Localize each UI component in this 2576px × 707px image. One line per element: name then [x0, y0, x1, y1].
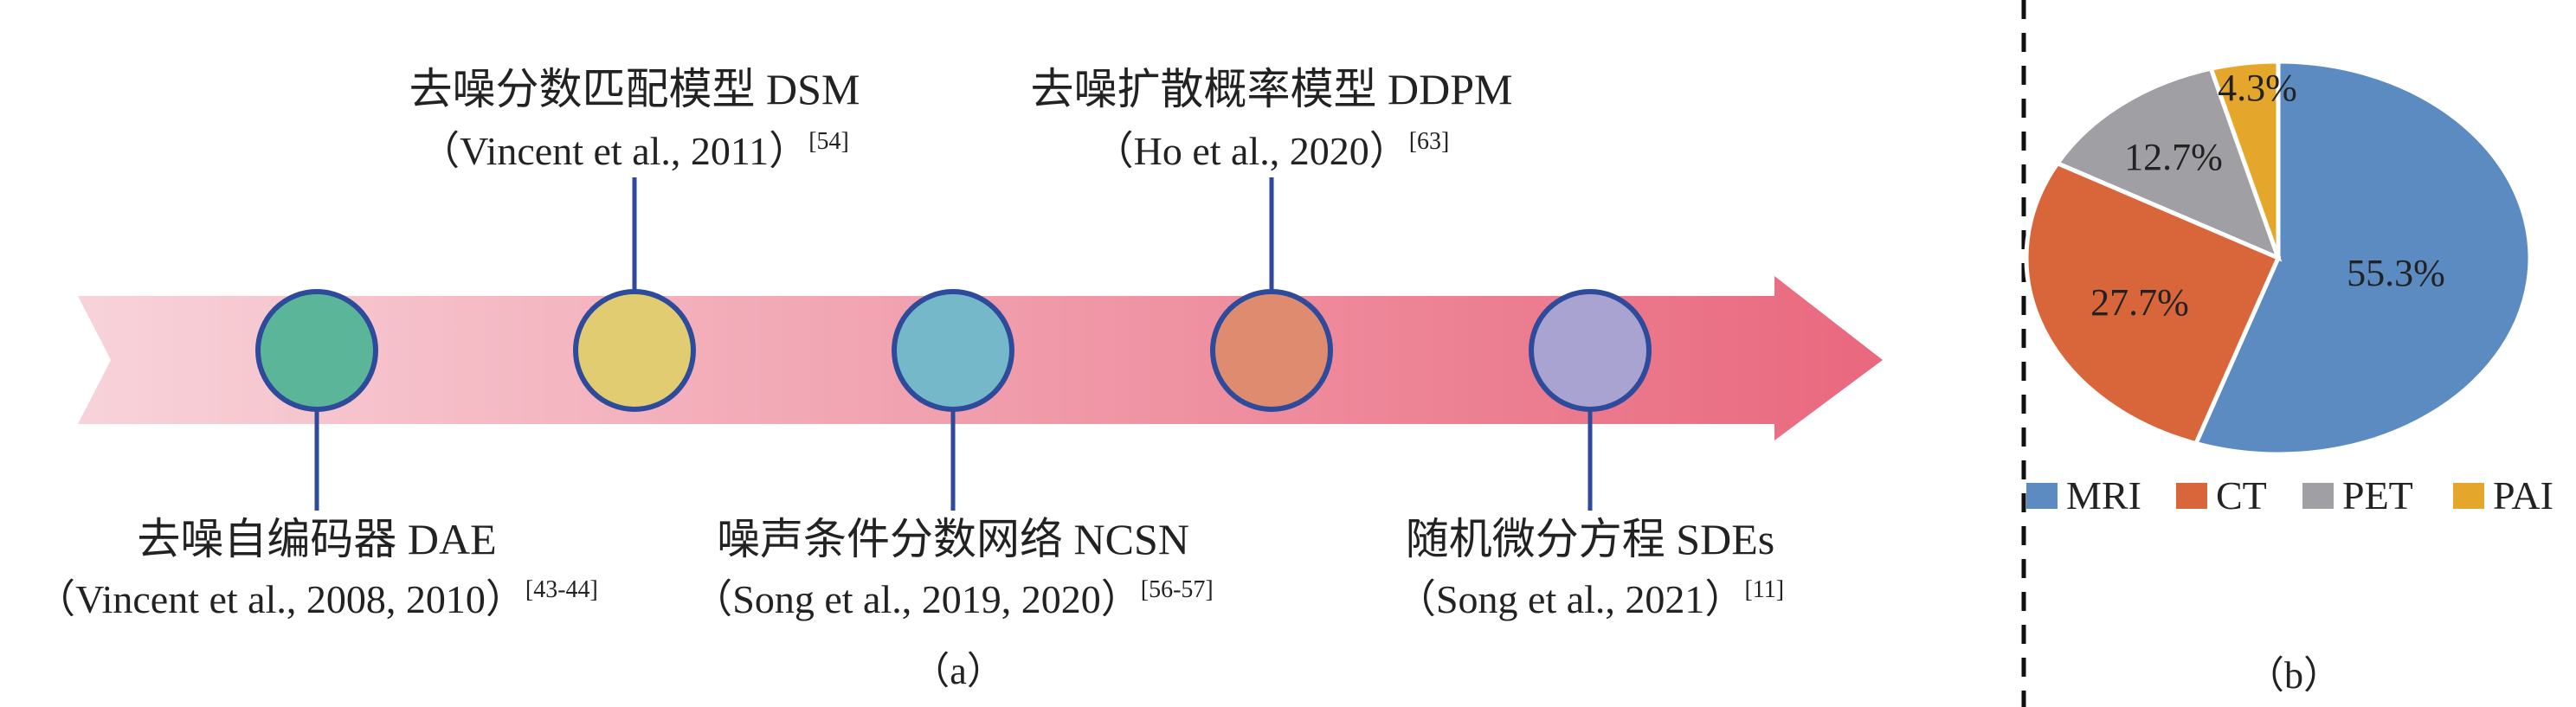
pie-data-label: 55.3%: [2347, 252, 2445, 294]
reference-number: [63]: [1409, 128, 1450, 155]
milestone: 去噪分数匹配模型 DSM （Vincent et al., 2011）[54]: [409, 65, 860, 412]
panel-b-caption: （b）: [2246, 654, 2341, 697]
milestone: 去噪自编码器 DAE （Vincent et al., 2008, 2010）[4…: [35, 289, 598, 621]
citation-text: （Song et al., 2021）: [1396, 577, 1744, 621]
pie-slice-ct: [2024, 160, 2282, 447]
legend-label: MRI: [2066, 473, 2141, 517]
citation-text: （Vincent et al., 2011）: [420, 129, 808, 173]
legend-label: PET: [2342, 473, 2413, 517]
legend-swatch: [2176, 483, 2207, 509]
reference-number: [43-44]: [525, 576, 598, 603]
milestone-node: [255, 289, 378, 412]
milestone-title: 去噪扩散概率模型 DDPM: [1031, 65, 1513, 113]
citation-text: （Vincent et al., 2008, 2010）: [35, 577, 525, 621]
milestone-citation: （Vincent et al., 2008, 2010）[43-44]: [35, 576, 598, 621]
milestone-citation: （Vincent et al., 2011）[54]: [420, 128, 849, 173]
milestone-citation: （Ho et al., 2020）[63]: [1094, 128, 1450, 173]
milestone-node: [1529, 289, 1652, 412]
milestone-title: 随机微分方程 SDEs: [1406, 515, 1774, 563]
pie-data-label: 12.7%: [2124, 136, 2223, 178]
milestone-title: 去噪分数匹配模型 DSM: [409, 65, 860, 113]
legend-item: MRI: [2026, 473, 2141, 517]
milestone-node: [573, 289, 696, 412]
pie-legend: MRI CT PET PAI: [2026, 473, 2553, 517]
citation-text: （Song et al., 2019, 2020）: [692, 577, 1140, 621]
panel-a-caption: （a）: [911, 650, 1005, 692]
legend-swatch: [2453, 483, 2484, 509]
milestone: 随机微分方程 SDEs （Song et al., 2021）[11]: [1396, 289, 1784, 621]
milestone-citation: （Song et al., 2021）[11]: [1396, 576, 1784, 621]
legend-label: CT: [2216, 473, 2267, 517]
pie-chart: 55.3% 27.7% 12.7% 4.3%: [2024, 59, 2533, 457]
milestone: 噪声条件分数网络 NCSN （Song et al., 2019, 2020）[5…: [692, 289, 1214, 621]
pie-slice-pai: [2208, 59, 2281, 259]
legend-item: CT: [2176, 473, 2267, 517]
milestone-node: [1210, 289, 1333, 412]
pie-slice-pet: [2054, 66, 2283, 262]
reference-number: [54]: [808, 128, 849, 155]
citation-text: （Ho et al., 2020）: [1094, 129, 1409, 173]
reference-number: [56-57]: [1141, 576, 1214, 603]
legend-swatch: [2302, 483, 2334, 509]
reference-number: [11]: [1744, 576, 1784, 603]
legend-swatch: [2026, 483, 2058, 509]
milestone-title: 去噪自编码器 DAE: [137, 515, 496, 563]
legend-item: PAI: [2453, 473, 2553, 517]
legend-label: PAI: [2493, 473, 2553, 517]
pie-data-label: 27.7%: [2090, 281, 2189, 324]
pie-data-label: 4.3%: [2218, 67, 2297, 109]
legend-item: PET: [2302, 473, 2413, 517]
milestone-node: [892, 289, 1014, 412]
milestone: 去噪扩散概率模型 DDPM （Ho et al., 2020）[63]: [1031, 65, 1513, 412]
milestone-title: 噪声条件分数网络 NCSN: [717, 515, 1189, 563]
milestone-citation: （Song et al., 2019, 2020）[56-57]: [692, 576, 1213, 621]
timeline-panel: 去噪自编码器 DAE （Vincent et al., 2008, 2010）[4…: [35, 65, 1883, 621]
